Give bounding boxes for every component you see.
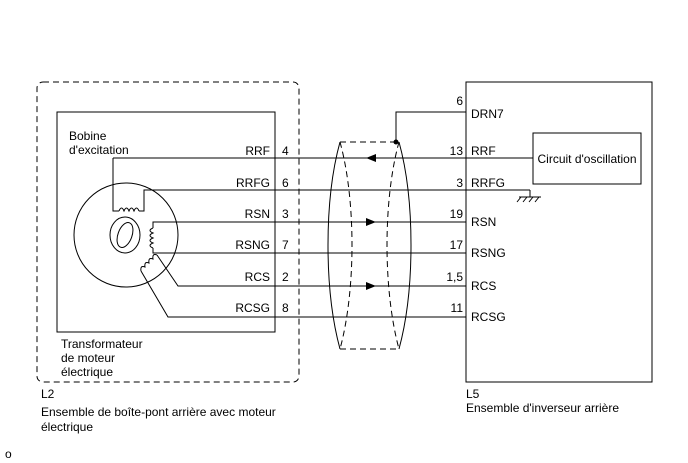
pin-number-rrfg-left: 6 xyxy=(282,176,289,190)
pin-number-rcs-right: 1,5 xyxy=(446,270,463,284)
resolver-rotor-inner xyxy=(116,222,134,248)
coil-label-line2: d'excitation xyxy=(69,143,129,157)
shield-right-inner-arc xyxy=(398,141,412,350)
shield-left-inner-arc xyxy=(339,141,353,350)
pin-number-rcsg-left: 8 xyxy=(282,301,289,315)
excitation-coil xyxy=(118,207,140,213)
pin-name-rsn-right: RSN xyxy=(471,215,496,229)
cosine-coil xyxy=(140,254,158,272)
arrow-right-icon xyxy=(366,282,376,290)
pin-name-rrfg-right: RRFG xyxy=(471,176,505,190)
pin-name-rsn-left: RSN xyxy=(245,207,270,221)
pin-name-rrf-left: RRF xyxy=(245,144,270,158)
pin-number-rsng-right: 17 xyxy=(450,238,464,252)
pin-number-rcsg-right: 11 xyxy=(451,301,464,315)
pin-number-rsng-left: 7 xyxy=(282,238,289,252)
pin-number-rrf-right: 13 xyxy=(450,144,464,158)
pin-name-rsng-left: RSNG xyxy=(235,238,270,252)
resolver-body-circle xyxy=(73,182,179,288)
resolver-label-line2: de moteur xyxy=(61,351,115,365)
excitation-coil-leads xyxy=(112,158,275,212)
ground-icon xyxy=(516,190,541,203)
oscillator-label: Circuit d'oscillation xyxy=(538,152,637,166)
pin-name-rrf-right: RRF xyxy=(471,144,496,158)
left-unit-dashed-enclosure xyxy=(36,81,300,383)
pin-name-rrfg-left: RRFG xyxy=(236,176,270,190)
right-connector-code: L5 xyxy=(466,387,480,401)
left-unit-name-line2: électrique xyxy=(41,420,93,434)
pin-name-rcs-right: RCS xyxy=(471,279,496,293)
resolver-label-line3: électrique xyxy=(61,365,113,379)
pin-number-rcs-left: 2 xyxy=(282,270,289,284)
pin-name-drn7: DRN7 xyxy=(471,107,504,121)
arrow-right-icon xyxy=(366,218,376,226)
pin-name-rcs-left: RCS xyxy=(245,270,270,284)
sine-coil-leads xyxy=(152,221,275,254)
pin-name-rsng-right: RSNG xyxy=(471,246,506,260)
pin-number-rrf-left: 4 xyxy=(282,144,289,158)
right-unit-name: Ensemble d'inverseur arrière xyxy=(466,401,619,415)
resolver-rotor-outer xyxy=(109,216,141,254)
resolver-label-line1: Transformateur xyxy=(61,337,143,351)
pin-number-drn7: 6 xyxy=(456,94,463,108)
arrow-left-icon xyxy=(366,154,376,162)
pin-name-rcsg-left: RCSG xyxy=(235,301,270,315)
pin-name-rcsg-right: RCSG xyxy=(471,310,506,324)
left-connector-code: L2 xyxy=(41,387,55,401)
left-unit-name-line1: Ensemble de boîte-pont arrière avec mote… xyxy=(41,405,276,419)
pin-number-rsn-left: 3 xyxy=(282,207,289,221)
pin-number-rsn-right: 19 xyxy=(450,207,464,221)
sine-coil xyxy=(149,227,155,249)
drain-junction-dot xyxy=(393,139,399,145)
drain-wire xyxy=(395,111,466,142)
coil-label-line1: Bobine xyxy=(69,129,107,143)
cosine-coil-leads xyxy=(140,254,275,318)
pin-number-rrfg-right: 3 xyxy=(456,176,463,190)
shield-right-outer-arc xyxy=(386,141,400,350)
shield-left-outer-arc xyxy=(327,141,341,350)
footnote-mark: o xyxy=(5,447,12,461)
inverter-box xyxy=(465,81,653,383)
